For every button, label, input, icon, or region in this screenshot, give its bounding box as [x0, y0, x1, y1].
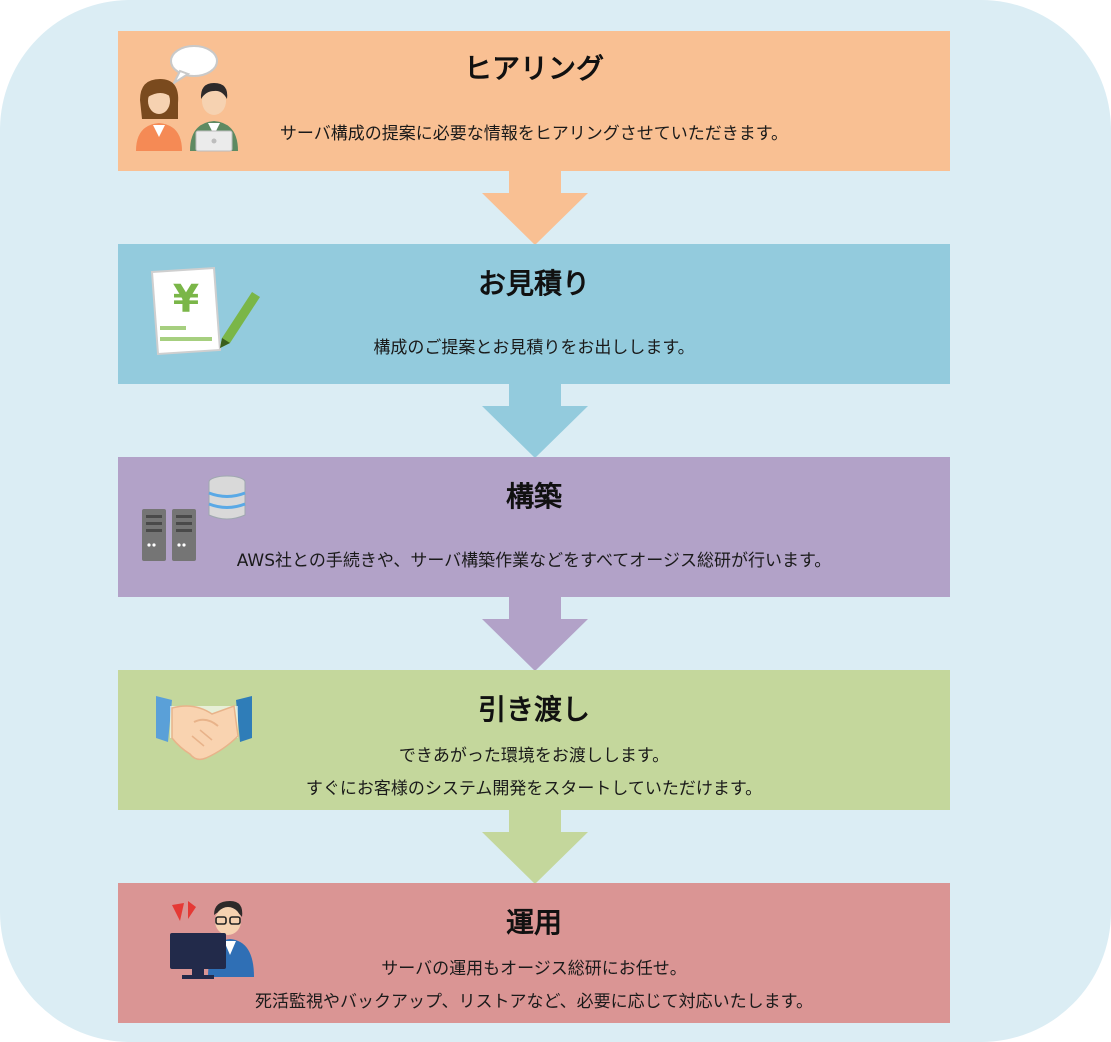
step-description-line: サーバ構成の提案に必要な情報をヒアリングさせていただきます。: [279, 124, 789, 144]
step-estimate: お見積り 構成のご提案とお見積りをお出しします。 ¥: [118, 244, 950, 384]
step-description-line: できあがった環境をお渡しします。: [398, 746, 670, 766]
step-description-line: 死活監視やバックアップ、リストアなど、必要に応じて対応いたします。: [255, 992, 813, 1012]
svg-text:¥: ¥: [173, 277, 199, 321]
flow-arrow-down: [482, 384, 588, 458]
step-description-line: すぐにお客様のシステム開発をスタートしていただけます。: [305, 779, 763, 799]
step-operation: 運用 サーバの運用もオージス総研にお任せ。 死活監視やバックアップ、リストアなど…: [118, 883, 950, 1023]
step-title: 引き渡し: [477, 693, 590, 726]
yen-estimate-icon: ¥: [150, 266, 260, 356]
server-database-icon: [142, 475, 246, 561]
consultation-people-icon: [136, 45, 238, 152]
step-title: お見積り: [477, 267, 590, 300]
flow-arrow-down: [482, 597, 588, 671]
monitoring-operator-icon: [170, 901, 254, 979]
handshake-icon: [156, 696, 252, 761]
step-build: 構築 AWS社との手続きや、サーバ構築作業などをすべてオージス総研が行います。: [118, 457, 950, 597]
step-description-line: 構成のご提案とお見積りをお出しします。: [373, 338, 695, 358]
step-title: ヒアリング: [463, 52, 604, 85]
step-description-line: サーバの運用もオージス総研にお任せ。: [381, 959, 687, 979]
step-handover: 引き渡し できあがった環境をお渡しします。 すぐにお客様のシステム開発をスタート…: [118, 670, 950, 810]
step-title: 運用: [505, 906, 562, 939]
step-title: 構築: [505, 480, 562, 513]
step-description-line: AWS社との手続きや、サーバ構築作業などをすべてオージス総研が行います。: [236, 551, 832, 571]
flow-arrow-down: [482, 171, 588, 245]
step-hearing: ヒアリング サーバ構成の提案に必要な情報をヒアリングさせていただきます。: [118, 31, 950, 171]
flow-arrow-down: [482, 810, 588, 884]
